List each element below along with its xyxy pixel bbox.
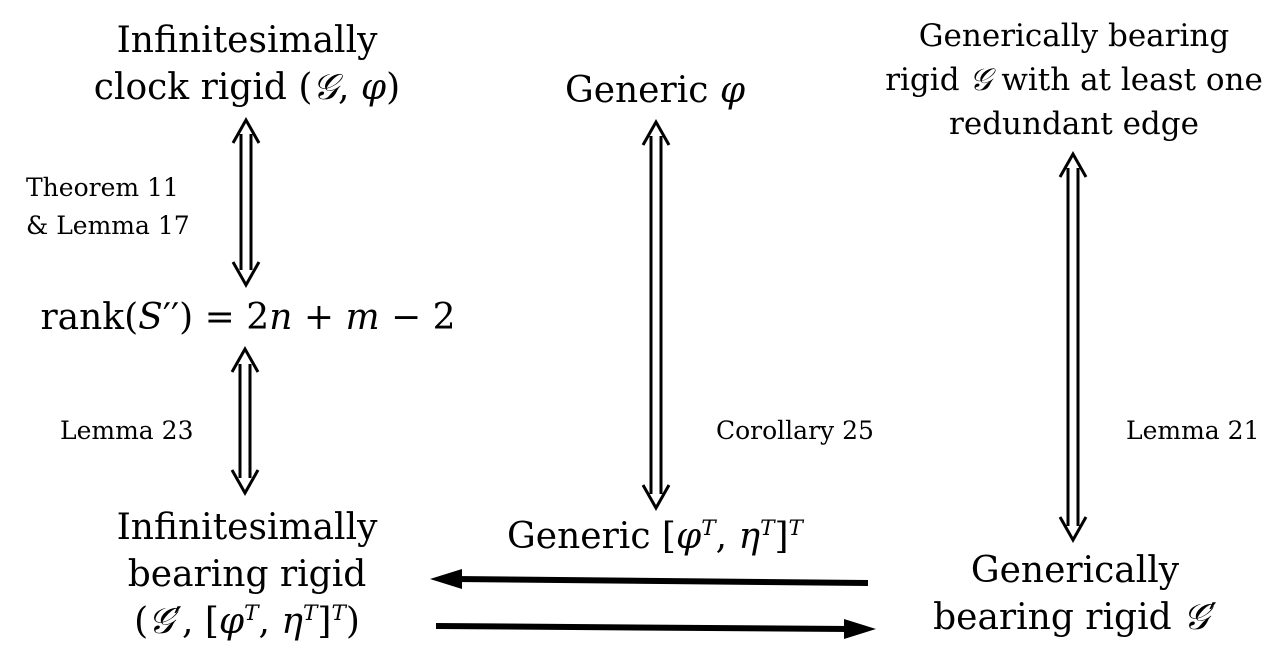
bearing-rigid-line1: Infinitesimally — [116, 507, 378, 548]
node-generically-bearing-rigid-redundant: Generically bearing rigid 𝒢 with at leas… — [885, 14, 1263, 146]
arrow-to-bearing-rigid-framework — [430, 569, 869, 589]
double-arrow-lemma21 — [1058, 150, 1088, 544]
node-infinitesimally-bearing-rigid: Infinitesimally bearing rigid (𝒢′, [φT, … — [62, 505, 432, 645]
node-generically-bearing-rigid: Generically bearing rigid 𝒢′ — [905, 548, 1245, 642]
clock-rigid-line1: Infinitesimally — [116, 20, 378, 61]
node-infinitesimally-clock-rigid: Infinitesimally clock rigid (𝒢, φ) — [62, 18, 432, 112]
bearing-rigid-line2: bearing rigid — [127, 553, 367, 595]
bearing-rigid-line3: (𝒢′, [φT, ηT]T) — [134, 600, 360, 642]
clock-rigid-line2: clock rigid (𝒢, φ) — [93, 66, 401, 108]
redundant-line3: redundant edge — [949, 106, 1199, 143]
double-arrow-corollary25 — [641, 118, 671, 512]
double-arrow-theorem11 — [231, 116, 261, 289]
node-generic-phi: Generic φ — [564, 70, 746, 111]
label-corollary25: Corollary 25 — [716, 416, 874, 445]
generically-line2: bearing rigid 𝒢′ — [933, 596, 1217, 638]
redundant-line2: rigid 𝒢 with at least one — [885, 62, 1263, 99]
node-generic-phi-eta: Generic [φT, ηT]T — [507, 516, 803, 557]
label-lemma23: Lemma 23 — [60, 416, 194, 445]
label-theorem11-lemma17: Theorem 11 & Lemma 17 — [26, 173, 190, 240]
generically-line1: Generically — [970, 550, 1180, 591]
redundant-line1: Generically bearing — [918, 18, 1230, 54]
arrow-to-generically-bearing-rigid — [435, 619, 876, 639]
double-arrow-lemma23 — [230, 345, 260, 497]
label-lemma21: Lemma 21 — [1126, 416, 1260, 445]
node-rank-equation: rank(S′′) = 2n + m − 2 — [40, 297, 456, 338]
